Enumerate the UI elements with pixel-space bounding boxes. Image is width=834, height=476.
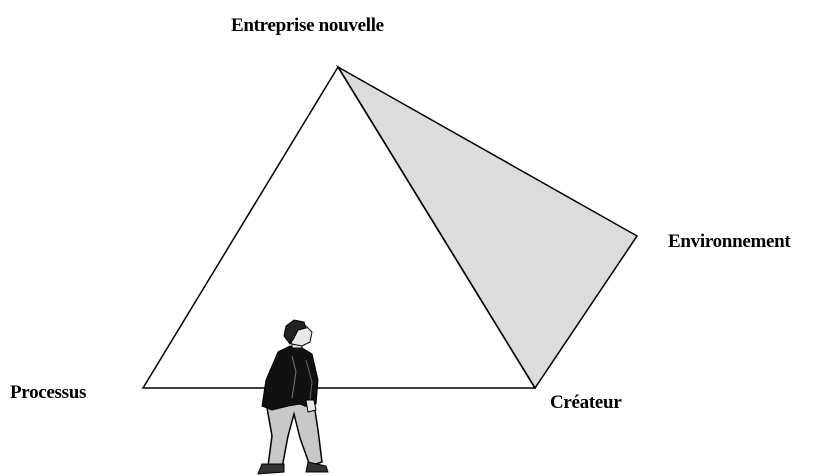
person-right-shoe (305, 461, 329, 473)
person-hair (283, 319, 307, 345)
vertex-label-entreprise-nouvelle: Entreprise nouvelle (231, 15, 384, 36)
person-hand (305, 399, 317, 413)
vertex-label-createur: Créateur (550, 392, 622, 413)
vertex-label-environnement: Environnement (668, 231, 791, 252)
person-jacket-fold (291, 355, 297, 399)
apex-to-createur-edge (337, 66, 536, 389)
person-arm-fold (305, 359, 313, 401)
person-left-shoe (257, 463, 285, 475)
vertex-label-processus: Processus (10, 382, 87, 403)
person-figure-illustration (257, 319, 329, 475)
